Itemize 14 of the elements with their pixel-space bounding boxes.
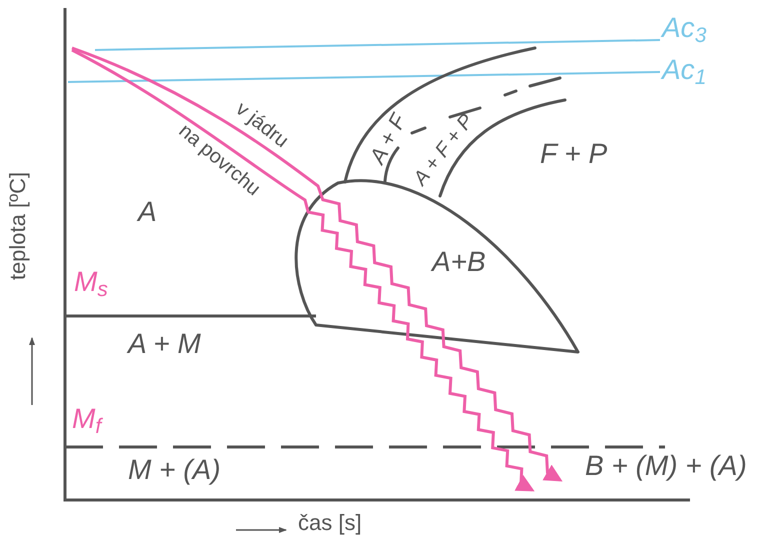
region-label: A + F + P xyxy=(410,110,478,190)
line-label: Ac$_{1}$ xyxy=(662,56,706,84)
region-label: B + (M) + (A) xyxy=(585,452,747,480)
region-label: A + F xyxy=(366,110,410,168)
axis-title: teplota [ºC] xyxy=(7,172,30,280)
region-label: A + M xyxy=(128,330,201,358)
line-label: M$_{f}$ xyxy=(72,405,102,433)
line-label: Ac$_{3}$ xyxy=(662,14,706,42)
axis-title: čas [s] xyxy=(298,512,362,534)
region-label: A+B xyxy=(432,248,486,276)
region-label: F + P xyxy=(540,140,608,168)
line-label: M$_{s}$ xyxy=(74,268,108,296)
region-label: A xyxy=(138,198,157,226)
region-label: M + (A) xyxy=(128,456,221,484)
